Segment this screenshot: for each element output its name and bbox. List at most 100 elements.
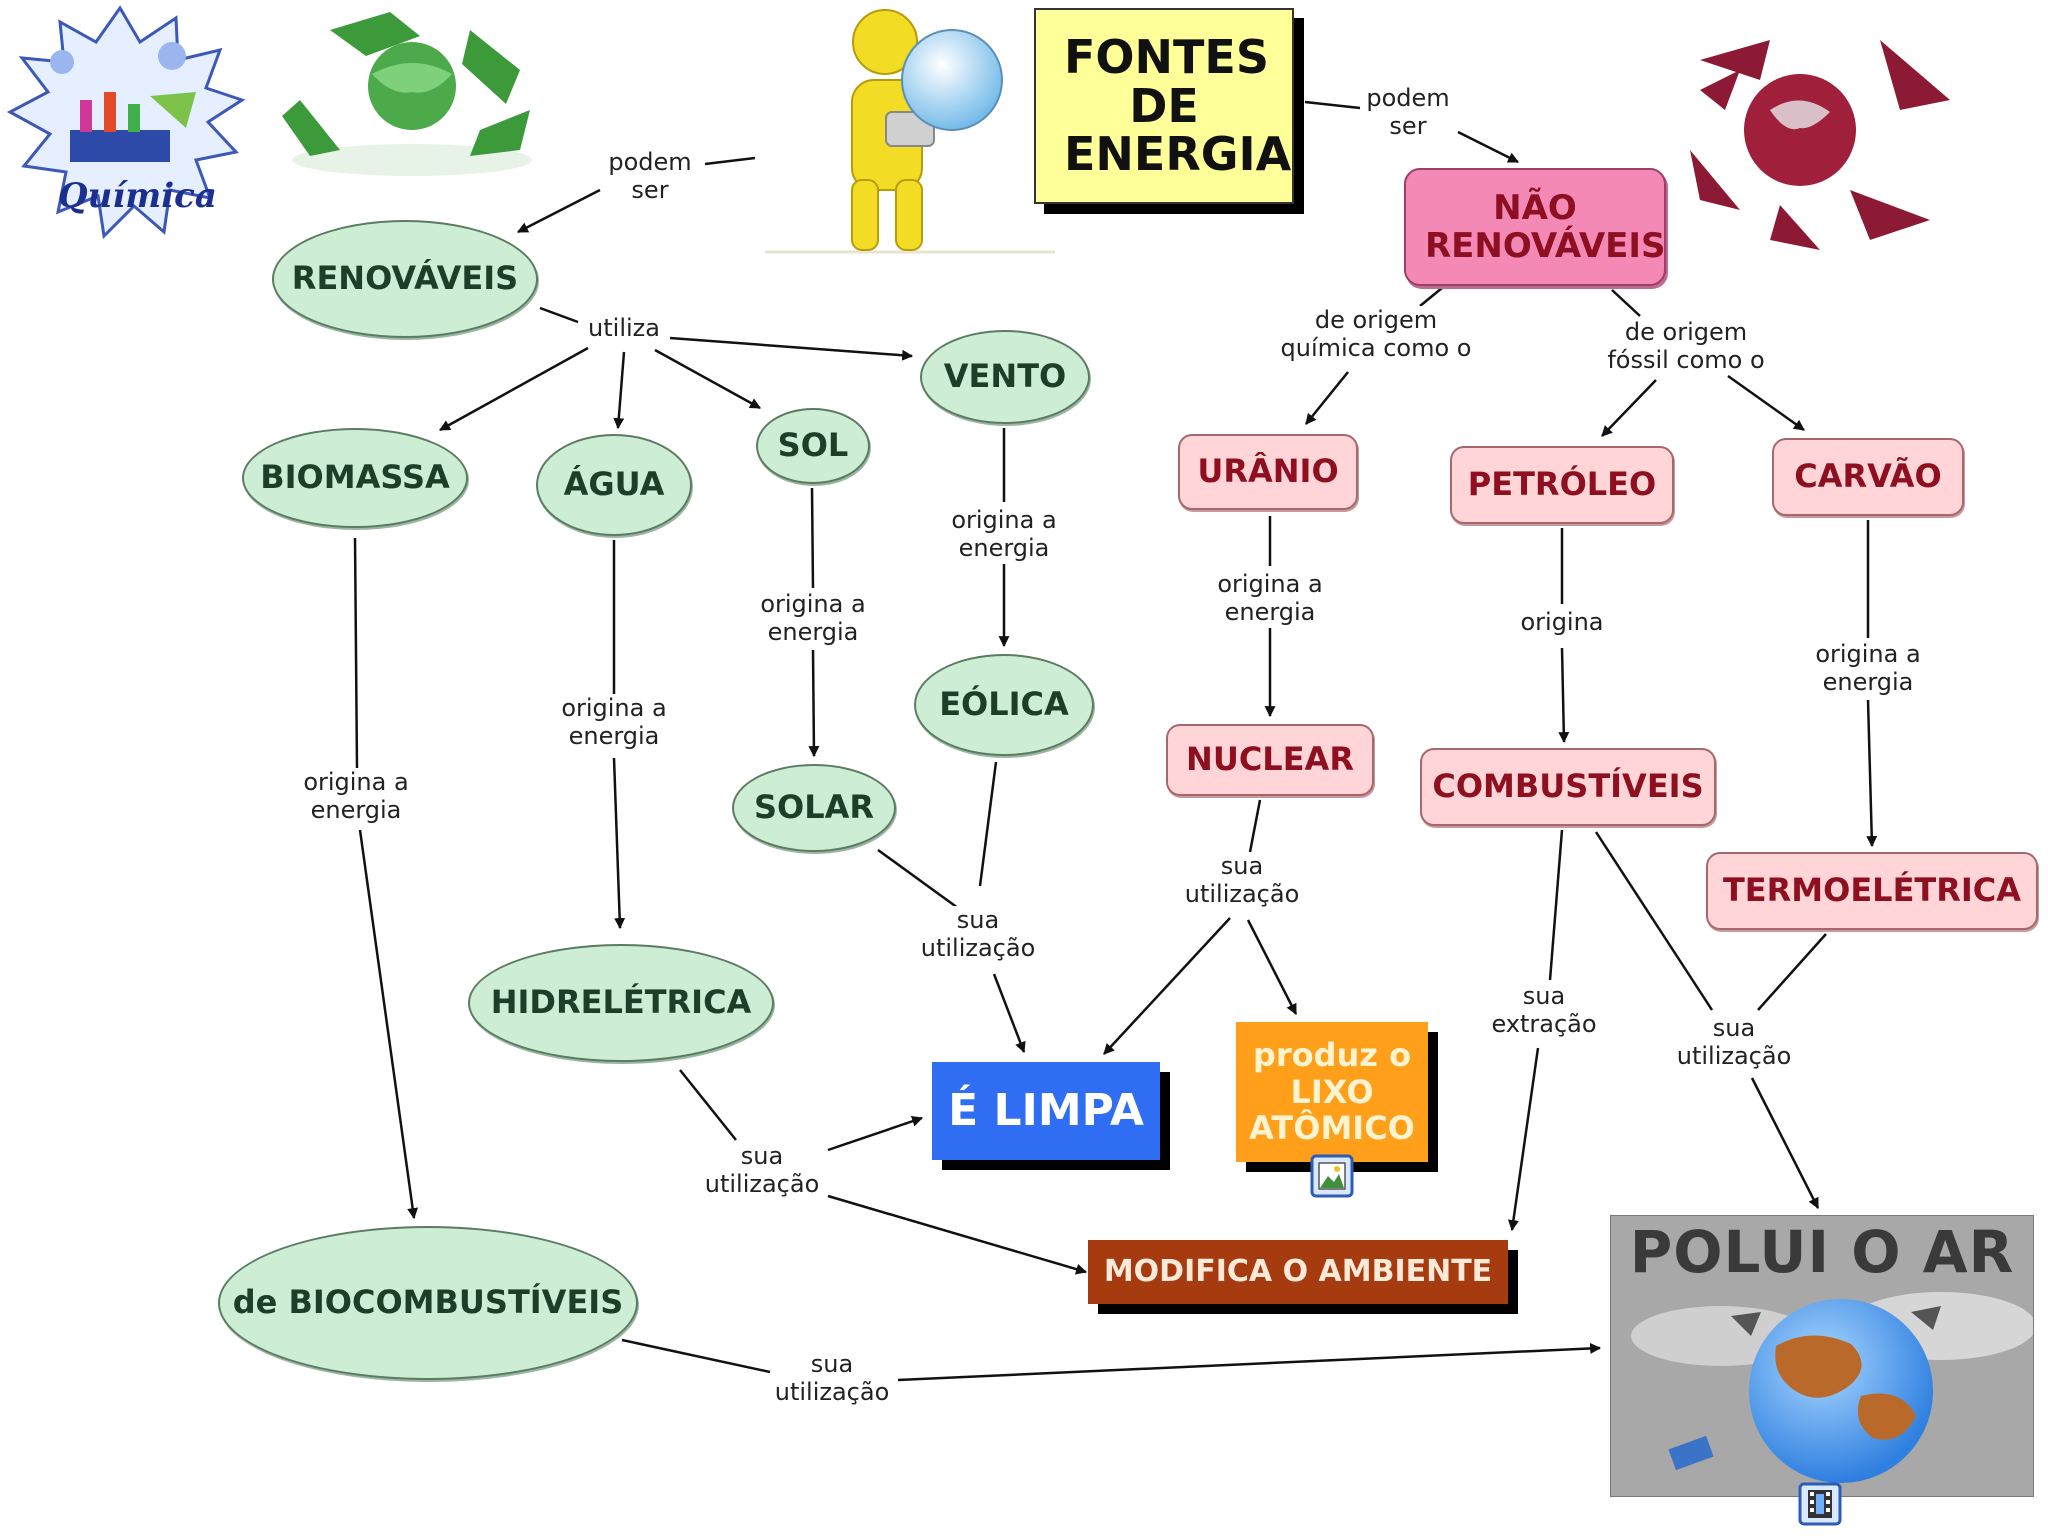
edge-utiliza-biomassa — [439, 346, 589, 432]
edge-naorenov-fossil — [1611, 289, 1641, 317]
label-text: energia — [1224, 598, 1316, 627]
label-sua-utilizacao-bio: sua utilização — [771, 1350, 893, 1407]
label-text: sua — [1220, 852, 1264, 880]
edge-utiliza-agua — [613, 351, 626, 430]
node-polui-ar: POLUI O AR — [1610, 1215, 2034, 1497]
edge-root-podem-left — [704, 156, 756, 166]
edge-utiliza-vento — [669, 336, 914, 361]
label-origem-fossil: de origem fóssil como o — [1604, 318, 1768, 375]
edge-podem-naorenovaveis — [1457, 130, 1519, 164]
label-text: utilização — [704, 1170, 820, 1199]
node-nao-renovaveis: NÃO RENOVÁVEIS — [1404, 168, 1666, 286]
edge-extracao-modifica — [1507, 1047, 1540, 1232]
edge-eolica-sua — [978, 761, 998, 887]
node-agua: ÁGUA — [536, 434, 692, 536]
edge-sua-polui-2 — [897, 1342, 1602, 1382]
label-text: fóssil como o — [1607, 346, 1765, 375]
label-text: utilização — [1676, 1042, 1792, 1071]
node-sol: SOL — [756, 408, 870, 484]
edge-sua-lixo — [1246, 919, 1298, 1015]
label-text: utilização — [774, 1378, 890, 1407]
label-text: sua — [956, 906, 1000, 934]
node-uranio: URÂNIO — [1178, 434, 1358, 510]
edge-origina-hidro — [612, 757, 626, 930]
label-origina-sol: origina a energia — [757, 590, 869, 647]
node-e-limpa: É LIMPA — [932, 1062, 1160, 1160]
image-attachment-icon[interactable] — [1310, 1154, 1354, 1198]
edge-podem-renovaveis — [517, 188, 601, 234]
label-text: utiliza — [588, 314, 660, 342]
label-text: origina a — [1815, 640, 1921, 668]
edge-sua-polui — [1750, 1077, 1820, 1209]
quimica-logo-icon — [6, 5, 246, 240]
edge-comb-sua — [1594, 831, 1714, 1011]
edge-naorenov-quimica — [1419, 287, 1443, 307]
node-petroleo: PETRÓLEO — [1450, 446, 1674, 524]
label-text: ser — [1389, 112, 1427, 141]
label-text: podem — [1366, 84, 1450, 112]
edge-sua-limpa-2 — [1103, 917, 1231, 1055]
label-text: origina a — [1217, 570, 1323, 598]
edge-bio-sua — [621, 1338, 771, 1374]
node-lixo-atomico: produz o LIXO ATÔMICO — [1236, 1022, 1428, 1162]
edge-renovaveis-utiliza — [539, 306, 579, 324]
label-text: de origem — [1624, 318, 1748, 346]
edge-sua-limpa-3 — [827, 1115, 924, 1152]
edge-origina-combustiveis — [1558, 647, 1570, 744]
label-origina-uranio: origina a energia — [1214, 570, 1326, 627]
label-text: química como o — [1280, 334, 1472, 363]
edge-fossil-petroleo — [1601, 379, 1657, 437]
label-text: sua — [1522, 982, 1566, 1010]
label-sua-utilizacao-comb: sua utilização — [1673, 1014, 1795, 1071]
label-text: origina a — [561, 694, 667, 722]
edge-fossil-carvao — [1727, 374, 1805, 432]
label-origina-agua: origina a energia — [558, 694, 670, 751]
label-text: origina a — [951, 506, 1057, 534]
edge-origina-solar — [808, 649, 820, 758]
node-hidreletrica: HIDRELÉTRICA — [468, 944, 774, 1062]
label-text: energia — [310, 796, 402, 825]
edges — [353, 100, 1878, 1382]
label-text: energia — [958, 534, 1050, 563]
label-text: utilização — [920, 934, 1036, 963]
node-eolica: EÓLICA — [914, 654, 1094, 756]
lixo-line-1: produz o — [1252, 1035, 1412, 1074]
label-sua-utilizacao-nuclear: sua utilização — [1181, 852, 1303, 909]
lixo-line-2: LIXO — [1290, 1072, 1374, 1111]
edge-comb-extracao — [1548, 829, 1564, 981]
label-text: extração — [1491, 1010, 1597, 1039]
edge-biomassa-origina — [353, 537, 359, 769]
label-text: energia — [767, 618, 859, 647]
label-podem-ser-left: podem ser — [605, 148, 695, 205]
node-nao-renovaveis-label: NÃO RENOVÁVEIS — [1425, 187, 1666, 266]
label-origina-petroleo: origina — [1517, 608, 1607, 637]
label-utiliza: utiliza — [585, 314, 663, 343]
label-text: origina — [1520, 608, 1604, 636]
node-polui-ar-label: POLUI O AR — [1629, 1218, 2015, 1286]
node-root-label: FONTES DE ENERGIA — [1064, 29, 1292, 182]
label-origem-quimica: de origem química como o — [1277, 306, 1475, 363]
label-text: utilização — [1184, 880, 1300, 909]
edge-quimica-uranio — [1305, 371, 1349, 425]
label-text: sua — [1712, 1014, 1756, 1042]
label-text: origina a — [303, 768, 409, 796]
edge-origina-termo — [1866, 699, 1878, 848]
person-lightbulb-icon — [765, 9, 1055, 254]
node-combustiveis: COMBUSTÍVEIS — [1420, 748, 1716, 826]
recycle-globe-icon — [282, 12, 532, 176]
node-vento: VENTO — [920, 330, 1090, 424]
node-solar: SOLAR — [732, 764, 896, 852]
node-renovaveis: RENOVÁVEIS — [272, 220, 538, 338]
video-attachment-icon[interactable] — [1798, 1482, 1842, 1526]
label-text: energia — [1822, 668, 1914, 697]
label-text: podem — [608, 148, 692, 176]
label-sua-utilizacao-solar: sua utilização — [917, 906, 1039, 963]
label-sua-utilizacao-hidro: sua utilização — [701, 1142, 823, 1199]
edge-utiliza-sol — [654, 348, 761, 410]
node-root: FONTES DE ENERGIA — [1034, 8, 1294, 204]
red-globe-arrows-icon — [1690, 40, 1950, 250]
edge-hidro-sua — [679, 1069, 737, 1141]
node-nuclear: NUCLEAR — [1166, 724, 1374, 796]
